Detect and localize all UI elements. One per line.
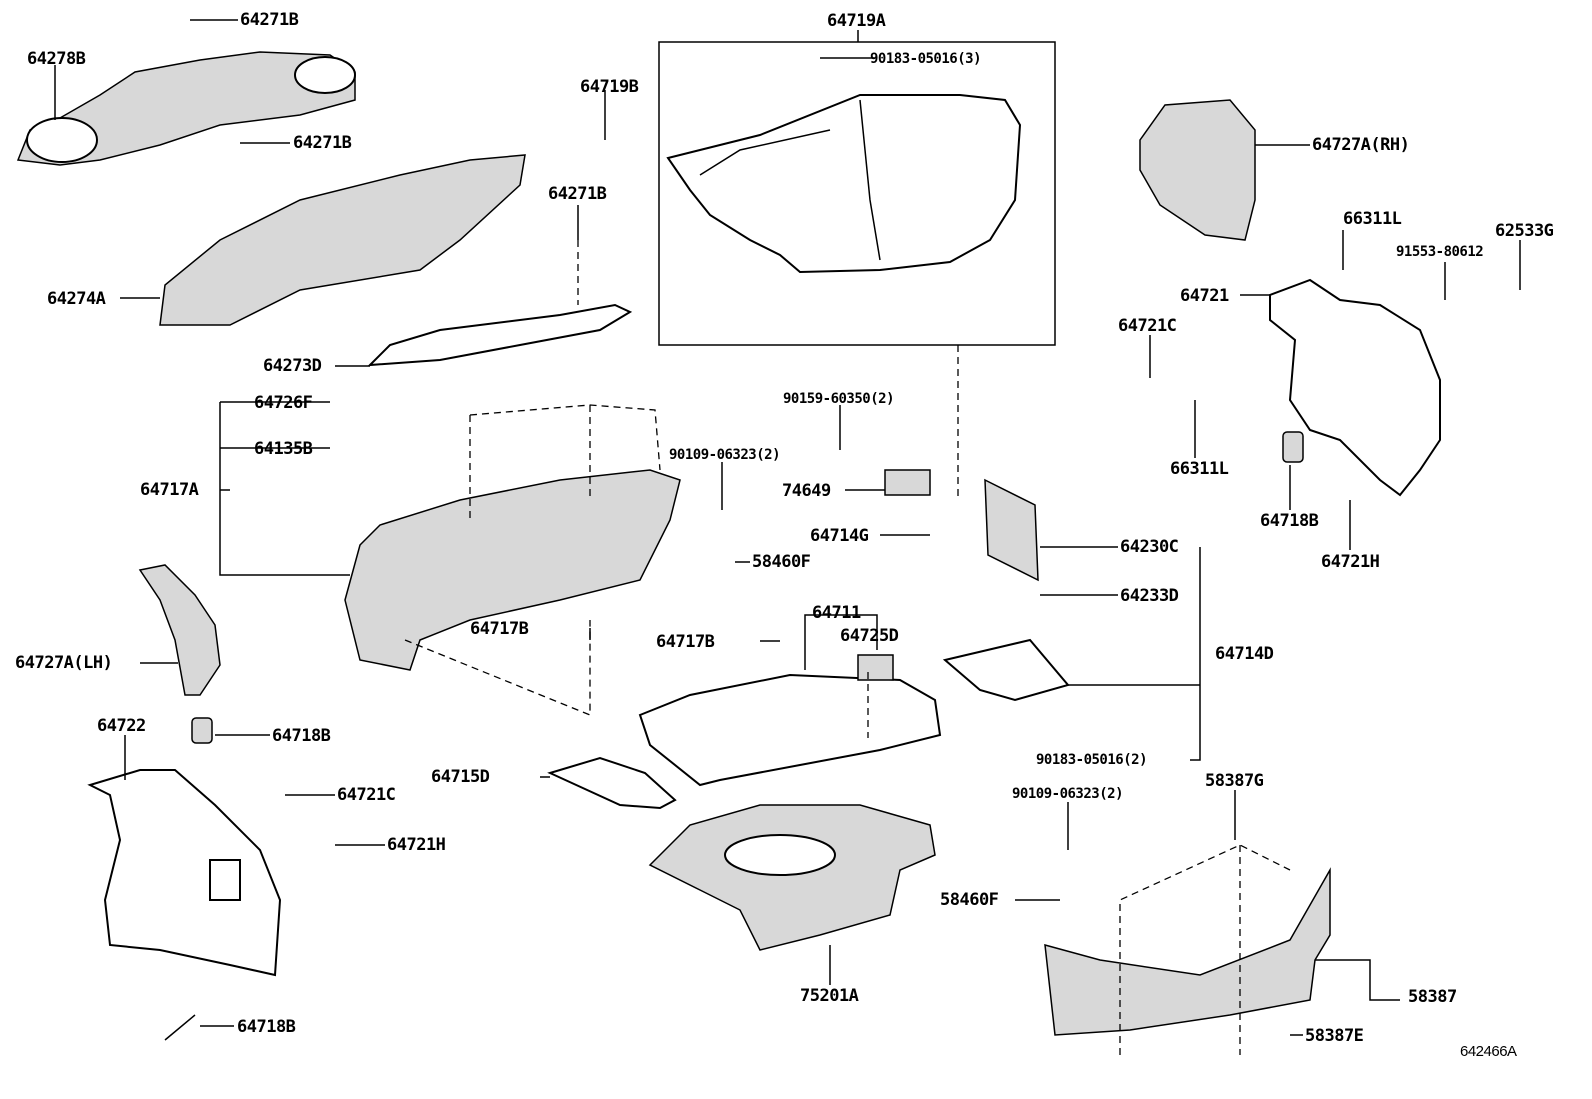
part-label: 58460F: [940, 890, 999, 910]
part-label: 64715D: [431, 767, 490, 787]
part-label: 64714D: [1215, 644, 1274, 664]
part-label: 64721H: [1321, 552, 1380, 572]
part-label: 64721H: [387, 835, 446, 855]
part-label: 64722: [97, 716, 146, 736]
part-64715D: [547, 756, 677, 810]
part-label: 90183-05016(2): [1036, 752, 1148, 768]
part-label: 64233D: [1120, 586, 1179, 606]
part-label: 74649: [782, 481, 831, 501]
part-label: 91553-80612: [1396, 244, 1484, 260]
part-label: 64717A: [140, 480, 199, 500]
part-label: 64727A(RH): [1312, 135, 1410, 155]
part-label: 64274A: [47, 289, 106, 309]
trunk-lid-lining: [666, 94, 1022, 274]
part-64721: [1269, 278, 1441, 497]
part-64717A: [344, 469, 681, 671]
part-64273D: [367, 303, 633, 367]
part-label: 64278B: [27, 49, 86, 69]
part-label: 64271B: [548, 184, 607, 204]
part-64718B-grille-rh: [1282, 431, 1304, 463]
part-label: 90159-60350(2): [783, 391, 895, 407]
part-label: 64711: [812, 603, 861, 623]
part-64727A-LH: [138, 564, 221, 696]
part-label: 90183-05016(3): [870, 51, 982, 67]
part-64711: [638, 673, 942, 787]
part-75201A: [648, 804, 936, 951]
part-label: 64273D: [263, 356, 322, 376]
part-label: 64271B: [293, 133, 352, 153]
part-64714D: [942, 638, 1070, 702]
part-label: 75201A: [800, 986, 859, 1006]
part-label: 64135B: [254, 439, 313, 459]
part-label: 64719B: [580, 77, 639, 97]
part-58387: [1044, 867, 1331, 1036]
part-64230C: [984, 478, 1039, 582]
part-label: 66311L: [1343, 209, 1402, 229]
part-label: 64721C: [1118, 316, 1177, 336]
part-label: 58460F: [752, 552, 811, 572]
part-label: 64726F: [254, 393, 313, 413]
part-label: 64727A(LH): [15, 653, 113, 673]
part-label: 64718B: [1260, 511, 1319, 531]
part-label: 64718B: [272, 726, 331, 746]
part-label: 64725D: [840, 626, 899, 646]
callout-box-64719A: [658, 41, 1056, 346]
part-64722: [87, 769, 282, 977]
part-label: 64718B: [237, 1017, 296, 1037]
part-64725D: [857, 654, 894, 681]
part-label: 90109-06323(2): [669, 447, 781, 463]
part-label: 58387E: [1305, 1026, 1364, 1046]
part-label: 64717B: [470, 619, 529, 639]
part-label: 62533G: [1495, 221, 1554, 241]
part-label: 64230C: [1120, 537, 1179, 557]
part-label: 64714G: [810, 526, 869, 546]
reference-code: 642466A: [1460, 1043, 1517, 1060]
part-label: 58387G: [1205, 771, 1264, 791]
part-label: 66311L: [1170, 459, 1229, 479]
part-74649: [884, 469, 931, 496]
part-64274A: [159, 154, 526, 326]
part-label: 64717B: [656, 632, 715, 652]
part-label: 64271B: [240, 10, 299, 30]
part-label: 64721C: [337, 785, 396, 805]
part-label: 58387: [1408, 987, 1457, 1007]
part-label: 64719A: [827, 11, 886, 31]
part-label: 64721: [1180, 286, 1229, 306]
part-64718B-grille: [191, 717, 213, 744]
part-64727A-RH: [1139, 99, 1256, 241]
part-label: 90109-06323(2): [1012, 786, 1124, 802]
